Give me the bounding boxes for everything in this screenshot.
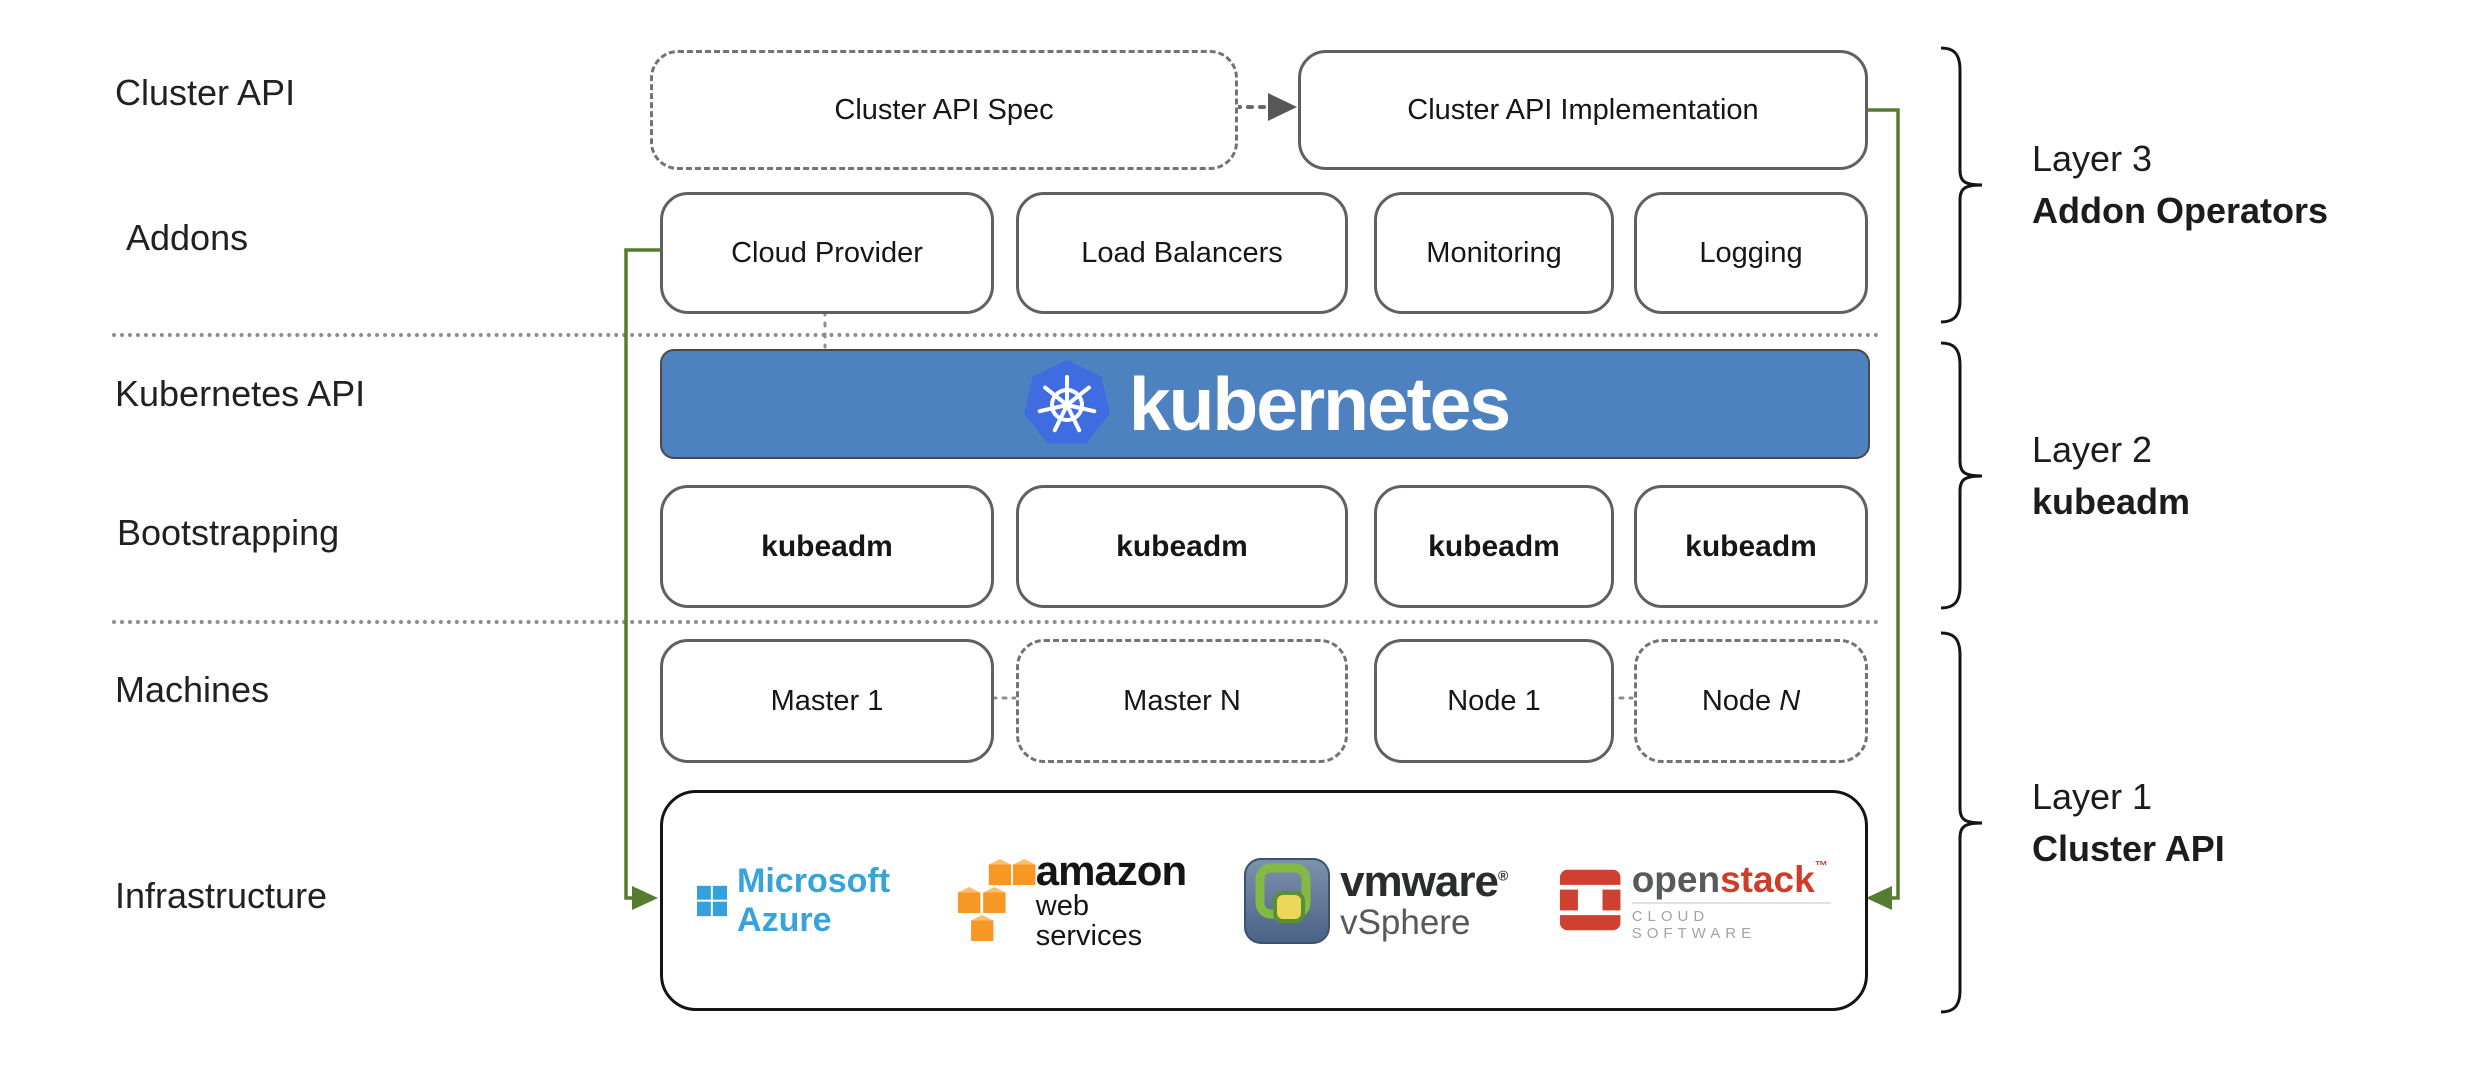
kubeadm-label: kubeadm xyxy=(761,529,893,563)
vsphere-icon xyxy=(1244,857,1331,944)
machine-box-master-1: Master 1 xyxy=(660,639,994,763)
kubeadm-box-3: kubeadm xyxy=(1374,485,1614,608)
row-label-bootstrapping: Bootstrapping xyxy=(117,512,340,553)
cluster-api-implementation-box: Cluster API Implementation xyxy=(1298,50,1868,170)
cluster-api-spec-box: Cluster API Spec xyxy=(650,50,1238,170)
section-divider-top xyxy=(112,333,1880,337)
kubeadm-label: kubeadm xyxy=(1116,529,1248,563)
microsoft-azure-logo: Microsoft Azure xyxy=(696,861,906,940)
microsoft-windows-icon xyxy=(696,885,728,916)
layer1-subtitle: Cluster API xyxy=(2032,828,2225,869)
vmware-label: vmware xyxy=(1340,857,1499,907)
load-balancers-label: Load Balancers xyxy=(1081,236,1283,269)
row-label-kubernetes-api: Kubernetes API xyxy=(115,373,366,414)
spec-to-implementation-arrowhead-icon xyxy=(1268,93,1297,121)
openstack-cloud-software-label: CLOUD SOFTWARE xyxy=(1631,901,1832,943)
section-divider-bottom xyxy=(112,620,1880,624)
kubeadm-label: kubeadm xyxy=(1428,529,1560,563)
openstack-logo: openstack™ CLOUD SOFTWARE xyxy=(1559,857,1832,943)
machine-box-master-n: Master N xyxy=(1016,639,1348,763)
web-services-label: web services xyxy=(1035,890,1143,952)
right-green-connector xyxy=(1862,108,1900,900)
layer2-brace xyxy=(1940,341,1983,610)
openstack-stack-label: stack xyxy=(1720,858,1815,900)
left-green-connector xyxy=(624,248,660,900)
node-1-label: Node 1 xyxy=(1447,684,1541,717)
openstack-cube-icon xyxy=(1559,870,1622,931)
openstack-open-label: open xyxy=(1631,858,1721,900)
node-n-label: Node xyxy=(1701,684,1780,717)
layer3-brace xyxy=(1940,46,1983,324)
kubeadm-box-2: kubeadm xyxy=(1016,485,1348,608)
addon-box-logging: Logging xyxy=(1634,192,1868,314)
layer1-label: Layer 1 Cluster API xyxy=(2032,771,2225,875)
layer1-brace xyxy=(1940,631,1983,1014)
row-label-addons: Addons xyxy=(126,217,249,258)
kubernetes-wheel-icon xyxy=(1024,360,1110,444)
layer2-title: Layer 2 xyxy=(2032,429,2153,470)
aws-cubes-icon xyxy=(957,859,1036,942)
vsphere-label: vSphere xyxy=(1340,903,1471,943)
left-green-arrowhead-icon xyxy=(632,886,658,910)
addon-box-monitoring: Monitoring xyxy=(1374,192,1614,314)
kubeadm-box-1: kubeadm xyxy=(660,485,994,608)
vmware-vsphere-logo: vmware® vSphere xyxy=(1244,857,1508,944)
cluster-api-implementation-label: Cluster API Implementation xyxy=(1407,93,1759,126)
kubernetes-wordmark: kubernetes xyxy=(1128,362,1511,446)
machine-box-node-n: Node N xyxy=(1634,639,1868,763)
vmware-registered-mark: ® xyxy=(1497,867,1508,884)
layer3-title: Layer 3 xyxy=(2032,138,2153,179)
microsoft-azure-label: Microsoft Azure xyxy=(737,861,891,939)
machine-box-node-1: Node 1 xyxy=(1374,639,1614,763)
amazon-label: amazon xyxy=(1035,846,1187,894)
master-n-label: Master N xyxy=(1123,684,1241,717)
layer3-label: Layer 3 Addon Operators xyxy=(2032,133,2328,237)
openstack-tm-mark: ™ xyxy=(1814,857,1828,873)
layer2-subtitle: kubeadm xyxy=(2032,481,2191,522)
layer1-title: Layer 1 xyxy=(2032,776,2153,817)
row-label-machines: Machines xyxy=(115,669,270,710)
infrastructure-box: Microsoft Azure amazon web services xyxy=(660,790,1868,1011)
kubeadm-box-4: kubeadm xyxy=(1634,485,1868,608)
cluster-api-spec-label: Cluster API Spec xyxy=(834,93,1054,126)
layer3-subtitle: Addon Operators xyxy=(2032,190,2329,231)
kubeadm-label: kubeadm xyxy=(1685,529,1817,563)
cloud-provider-label: Cloud Provider xyxy=(731,236,923,269)
amazon-web-services-logo: amazon web services xyxy=(957,846,1192,952)
addon-box-load-balancers: Load Balancers xyxy=(1016,192,1348,314)
kubernetes-banner: kubernetes xyxy=(660,349,1870,459)
master-1-label: Master 1 xyxy=(770,684,884,717)
layer2-label: Layer 2 kubeadm xyxy=(2032,424,2190,528)
row-label-cluster-api: Cluster API xyxy=(115,72,296,113)
addon-box-cloud-provider: Cloud Provider xyxy=(660,192,994,314)
monitoring-label: Monitoring xyxy=(1426,236,1562,269)
logging-label: Logging xyxy=(1699,236,1803,269)
right-green-arrowhead-icon xyxy=(1866,886,1892,910)
row-label-infrastructure: Infrastructure xyxy=(115,875,328,916)
